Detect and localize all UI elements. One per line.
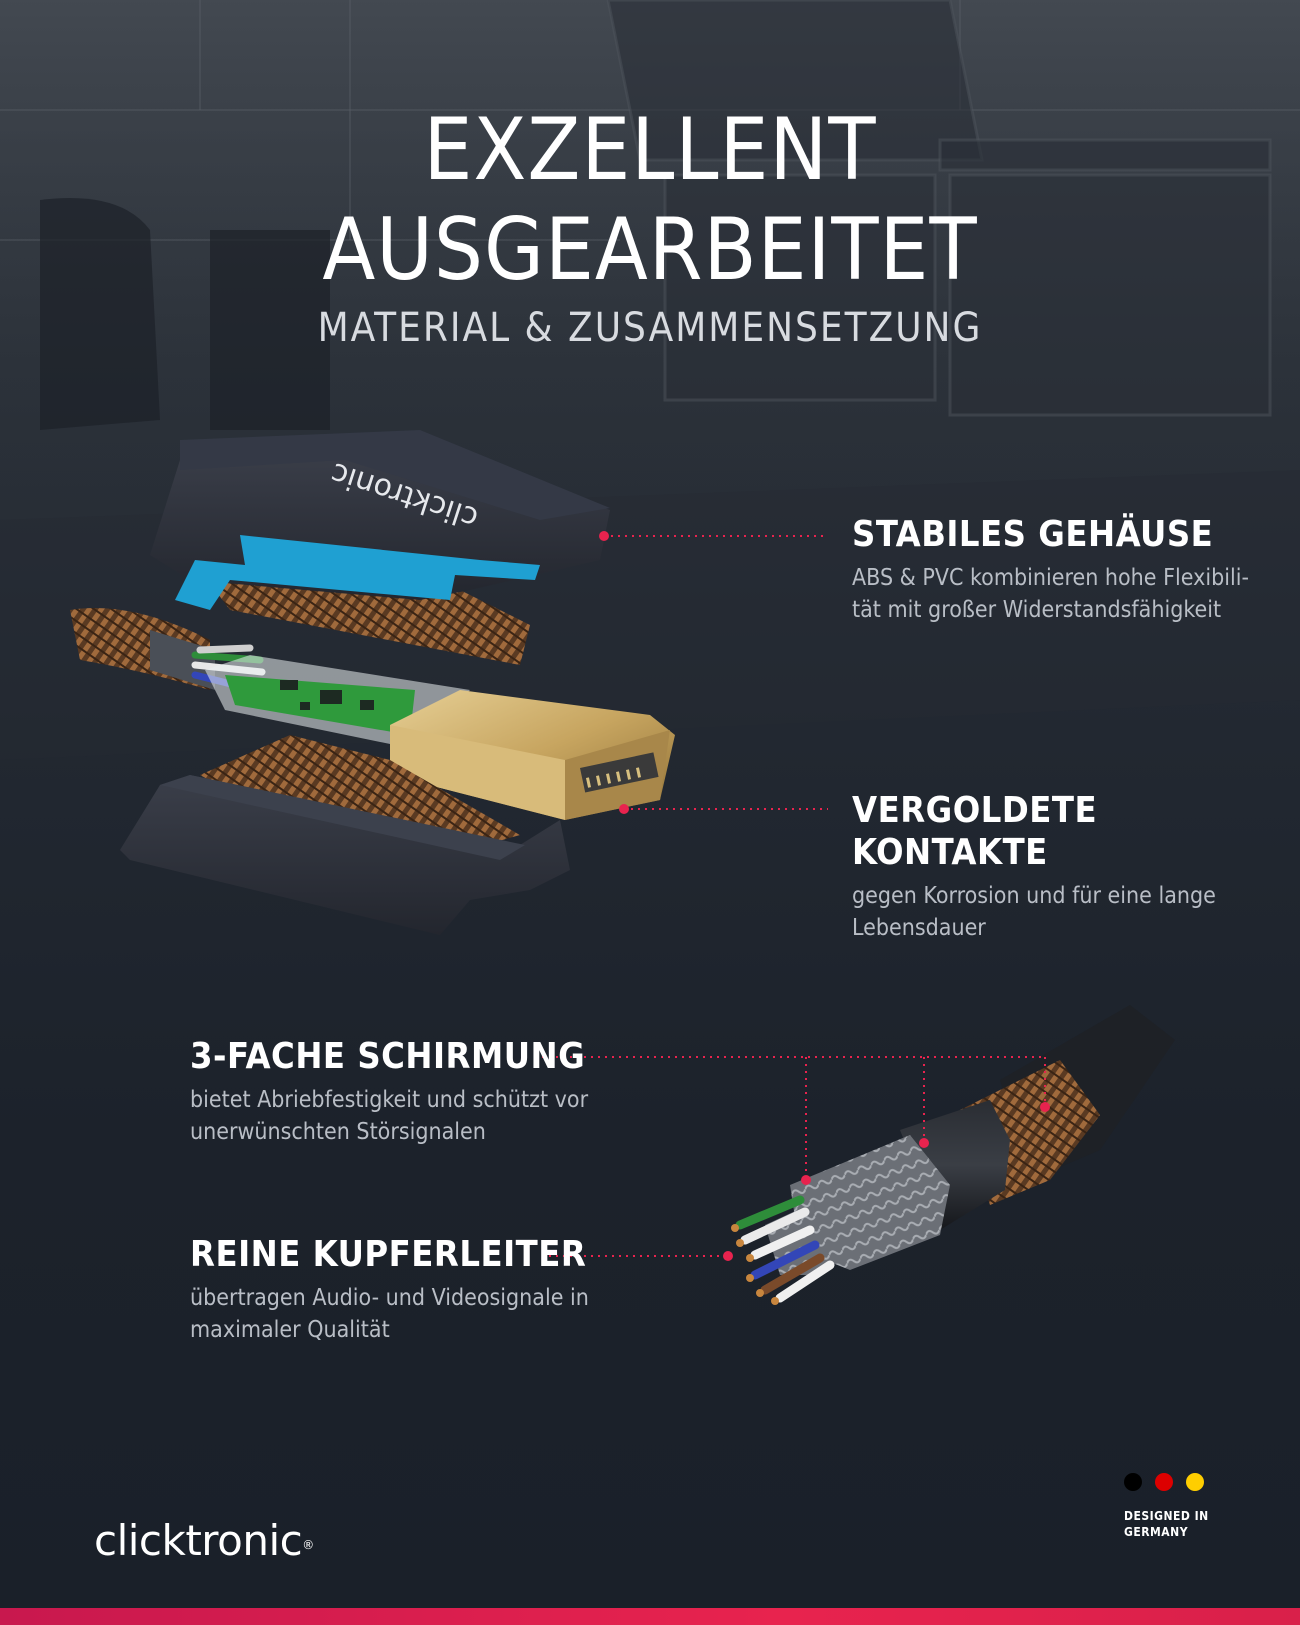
feature-description: gegen Korrosion und für eine lange Leben…: [852, 880, 1272, 944]
flag-dot-gold: [1186, 1473, 1204, 1491]
feature-pure-copper: REINE KUPFERLEITER übertragen Audio- und…: [190, 1234, 610, 1346]
badge-line-1: DESIGNED IN: [1124, 1509, 1209, 1523]
designed-in-germany-badge: DESIGNED IN GERMANY: [1124, 1508, 1244, 1540]
feature-gold-contacts: VERGOLDETE KONTAKTE gegen Korrosion und …: [852, 790, 1272, 944]
feature-description: ABS & PVC kombinieren hohe Flexibili- tä…: [852, 562, 1272, 626]
accent-bottom-bar: [0, 1608, 1300, 1625]
badge-line-2: GERMANY: [1124, 1525, 1189, 1539]
callout-lines: [542, 535, 1046, 1257]
feature-description-line: tät mit großer Widerstandsfähigkeit: [852, 597, 1222, 623]
brand-logo-text: clicktronic: [94, 1516, 303, 1565]
registered-mark: ®: [302, 1538, 314, 1552]
feature-description-line: maximaler Qualität: [190, 1317, 390, 1343]
feature-title: 3-FACHE SCHIRMUNG: [190, 1036, 586, 1077]
flag-dot-red: [1155, 1473, 1173, 1491]
cable-illustration: [731, 1005, 1175, 1305]
feature-description: bietet Abriebfestigkeit und schützt vor …: [190, 1084, 610, 1148]
brand-logo: clicktronic®: [94, 1516, 314, 1566]
feature-description-line: bietet Abriebfestigkeit und schützt vor: [190, 1087, 589, 1113]
feature-title: REINE KUPFERLEITER: [190, 1234, 587, 1275]
german-flag-dots-icon: [1124, 1473, 1204, 1491]
feature-triple-shielding: 3-FACHE SCHIRMUNG bietet Abriebfestigkei…: [190, 1036, 610, 1148]
feature-description: übertragen Audio- und Videosignale in ma…: [190, 1282, 610, 1346]
connector-illustration: clicktronic: [70, 430, 675, 935]
feature-title: STABILES GEHÄUSE: [852, 514, 1214, 555]
feature-description-line: übertragen Audio- und Videosignale in: [190, 1285, 589, 1311]
feature-stable-housing: STABILES GEHÄUSE ABS & PVC kombinieren h…: [852, 514, 1272, 626]
headline-line-1: EXZELLENT: [423, 100, 877, 200]
feature-description-line: ABS & PVC kombinieren hohe Flexibili-: [852, 565, 1249, 591]
feature-description-line: Lebensdauer: [852, 915, 986, 941]
headline-line-2: AUSGEARBEITET: [322, 200, 978, 300]
feature-description-line: unerwünschten Störsignalen: [190, 1119, 486, 1145]
feature-description-line: gegen Korrosion und für eine lange: [852, 883, 1216, 909]
headline-subtitle: MATERIAL & ZUSAMMENSETZUNG: [317, 305, 983, 351]
callout-dots: [599, 531, 1050, 1261]
feature-title: VERGOLDETE KONTAKTE: [852, 790, 1098, 873]
flag-dot-black: [1124, 1473, 1142, 1491]
